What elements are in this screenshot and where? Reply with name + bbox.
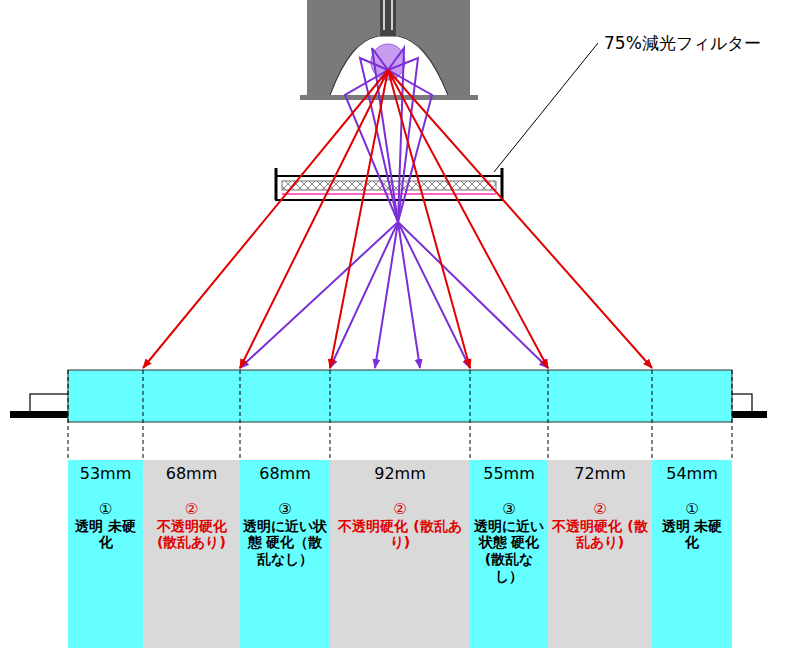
callout-number: ① [685, 501, 698, 518]
callout-number: ③ [502, 501, 515, 518]
dimension-label: 55mm [481, 464, 537, 483]
region-label: 透明 未硬化 [652, 518, 732, 552]
region-label: 不透明硬化 (散乱あり) [548, 518, 652, 552]
region-band: 72mm ②不透明硬化 (散乱あり) [548, 460, 652, 648]
callout-number: ① [99, 501, 112, 518]
dimension-label: 92mm [372, 464, 428, 483]
red-rays [143, 70, 652, 368]
leader-line [494, 43, 598, 172]
dimension-label: 54mm [664, 464, 720, 483]
region-label: 透明に近い状態 硬化（散乱なし） [240, 518, 330, 568]
callout-number: ② [593, 501, 606, 518]
guide-lines [68, 370, 732, 460]
callout-number: ③ [278, 501, 291, 518]
region-band: 68mm ③透明に近い状態 硬化（散乱なし） [240, 460, 330, 648]
region-band: 53mm ①透明 未硬化 [68, 460, 143, 648]
dimension-label: 68mm [164, 464, 220, 483]
dimension-label: 68mm [257, 464, 313, 483]
dimension-label: 72mm [572, 464, 628, 483]
filter-label: 75%減光フィルター [604, 32, 761, 55]
purple-rays [240, 48, 548, 368]
region-band: 55mm ③透明に近い状態 硬化(散乱なし） [470, 460, 548, 648]
callout-number: ② [393, 501, 406, 518]
region-label: 不透明硬化 (散乱あり) [143, 518, 240, 552]
region-band: 54mm ①透明 未硬化 [652, 460, 732, 648]
dimension-label: 53mm [78, 464, 134, 483]
resin-slab [68, 370, 732, 422]
region-band: 68mm ②不透明硬化 (散乱あり) [143, 460, 240, 648]
region-label: 透明 未硬化 [68, 518, 143, 552]
callout-number: ② [185, 501, 198, 518]
region-band: 92mm ②不透明硬化 (散乱あり) [330, 460, 470, 648]
reflector [330, 36, 448, 95]
lamp-housing [307, 0, 470, 95]
region-label: 透明に近い状態 硬化(散乱なし） [470, 518, 548, 585]
region-label: 不透明硬化 (散乱あり) [330, 518, 470, 552]
